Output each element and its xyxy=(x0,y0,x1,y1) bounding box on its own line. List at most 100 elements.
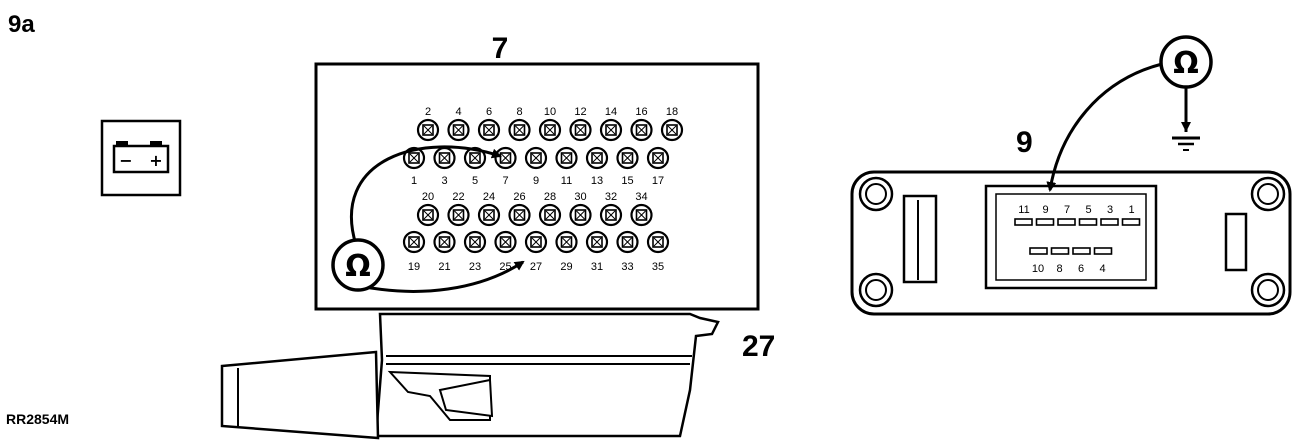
ecu-pin xyxy=(538,118,562,142)
ecu-pin xyxy=(402,230,426,254)
pin-number: 21 xyxy=(438,261,450,273)
sensor-pin xyxy=(1057,218,1076,226)
ecu-pin xyxy=(508,118,531,142)
sensor-pin-number: 1 xyxy=(1128,204,1134,216)
ecu-pin xyxy=(630,203,653,227)
ohm-icon: Ω xyxy=(345,249,371,284)
ecu-pin xyxy=(508,203,531,227)
ecu-pin xyxy=(585,230,609,254)
pin-number: 5 xyxy=(472,175,478,187)
ecu-pin xyxy=(463,146,487,170)
pin-number: 34 xyxy=(635,191,647,203)
ecu-pin xyxy=(569,118,592,142)
sensor-pin xyxy=(1029,247,1048,255)
harness-plug-label: 27 xyxy=(742,330,775,363)
sensor-pin xyxy=(1078,218,1098,226)
pin-number: 16 xyxy=(635,106,647,118)
ecu-pin xyxy=(463,230,487,254)
ecu-pin xyxy=(538,203,562,227)
sensor-pin-number: 7 xyxy=(1064,204,1070,216)
sensor-pin-number: 11 xyxy=(1018,204,1029,216)
pin-number: 12 xyxy=(574,106,586,118)
pin-number: 1 xyxy=(411,175,417,187)
ecu-pin xyxy=(477,203,501,227)
ecu-pin xyxy=(616,230,639,254)
ecu-pin xyxy=(569,203,592,227)
sensor-pin-number: 10 xyxy=(1032,263,1044,275)
ecu-pin xyxy=(416,118,440,142)
ecu-pin xyxy=(660,118,684,142)
ecu-pin xyxy=(630,118,653,142)
figure-label: 9a xyxy=(8,11,35,38)
ecu-pin xyxy=(524,146,548,170)
ohmmeter-sensor: Ω xyxy=(1046,35,1213,192)
ecu-pin xyxy=(524,230,548,254)
pin-number: 7 xyxy=(502,175,508,187)
pin-number: 3 xyxy=(441,175,447,187)
battery-plus: + xyxy=(149,151,162,170)
ecu-pin xyxy=(433,230,456,254)
ecu-pin xyxy=(616,146,639,170)
sensor-pin-number: 3 xyxy=(1107,204,1113,216)
ecu-pin xyxy=(447,203,470,227)
battery-icon: − + xyxy=(100,119,182,197)
ecu-pin xyxy=(646,146,670,170)
pin-number: 24 xyxy=(483,191,495,203)
pin-number: 6 xyxy=(486,106,492,118)
pin-number: 20 xyxy=(422,191,434,203)
pin-number: 32 xyxy=(605,191,617,203)
pin-number: 29 xyxy=(560,261,572,273)
sensor-pin xyxy=(1035,218,1055,226)
harness-plug: 27 xyxy=(220,312,775,440)
pin-number: 33 xyxy=(621,261,633,273)
sensor-pin xyxy=(1072,247,1091,255)
sensor-pin xyxy=(1050,247,1070,255)
ecu-pin xyxy=(555,230,578,254)
pin-number: 18 xyxy=(666,106,678,118)
ecu-pin xyxy=(494,146,517,170)
pin-number: 22 xyxy=(452,191,464,203)
pin-number: 23 xyxy=(469,261,481,273)
pin-number: 15 xyxy=(621,175,633,187)
sensor-pin-number: 5 xyxy=(1085,204,1091,216)
pin-number: 30 xyxy=(574,191,586,203)
sensor-pin-number: 9 xyxy=(1042,204,1048,216)
pin-number: 13 xyxy=(591,175,603,187)
sensor-pin xyxy=(1121,218,1141,226)
pin-number: 17 xyxy=(652,175,664,187)
ecu-pin xyxy=(402,146,426,170)
ecu-pin xyxy=(585,146,609,170)
battery-minus: − xyxy=(119,151,132,170)
ecu-connector-label: 7 xyxy=(492,32,509,65)
sensor-pin xyxy=(1093,247,1113,255)
pin-number: 35 xyxy=(652,261,664,273)
pin-number: 10 xyxy=(544,106,556,118)
ecu-pin xyxy=(599,118,623,142)
pin-number: 2 xyxy=(425,106,431,118)
pin-number: 9 xyxy=(533,175,539,187)
pin-number: 31 xyxy=(591,261,603,273)
sensor-pin xyxy=(1100,218,1119,226)
pin-number: 11 xyxy=(561,175,572,187)
pin-number: 14 xyxy=(605,106,617,118)
ecu-pin xyxy=(447,118,470,142)
pin-number: 19 xyxy=(408,261,420,273)
sensor-pin-number: 8 xyxy=(1056,263,1062,275)
ohmmeter-ecu: Ω xyxy=(331,145,525,293)
ecu-pin xyxy=(494,230,517,254)
pin-number: 8 xyxy=(516,106,522,118)
ecu-pin xyxy=(646,230,670,254)
pin-number: 26 xyxy=(513,191,525,203)
ecu-pin xyxy=(416,203,440,227)
pin-number: 4 xyxy=(455,106,461,118)
sensor-connector-label: 9 xyxy=(1016,126,1033,159)
pin-number: 27 xyxy=(530,261,542,273)
ecu-pin xyxy=(555,146,578,170)
sensor-pin-number: 4 xyxy=(1099,263,1105,275)
ecu-pin xyxy=(599,203,623,227)
